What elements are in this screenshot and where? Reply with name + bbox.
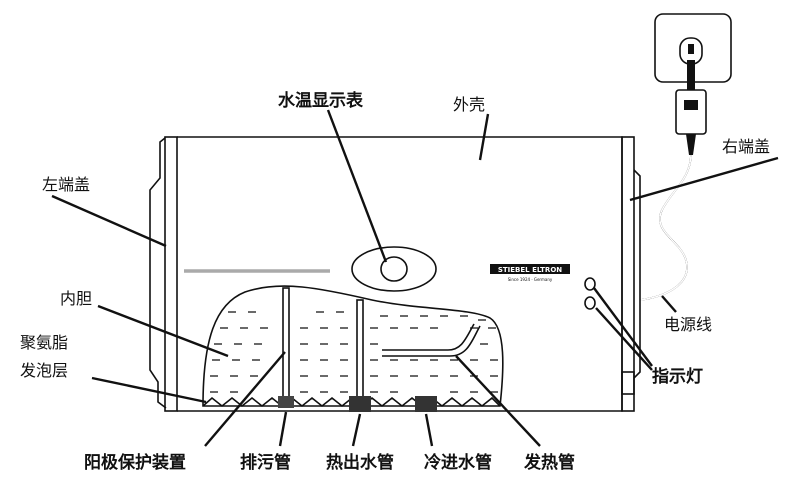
label-inner-tank: 内胆	[60, 289, 92, 308]
label-heating-element: 发热管	[523, 452, 575, 473]
brand-plate: STIEBEL ELTRON Since 1924 · Germany	[490, 264, 570, 282]
indicator-lights	[584, 277, 596, 310]
label-water-temp-display: 水温显示表	[278, 90, 364, 111]
power-plug	[675, 60, 707, 155]
anode-rod	[278, 287, 294, 408]
cold-water-fitting	[415, 396, 437, 412]
svg-text:Since 1924 · Germany: Since 1924 · Germany	[508, 277, 553, 282]
inner-tank	[202, 285, 504, 408]
label-right-end-cap: 右端盖	[722, 137, 770, 156]
label-drain-pipe: 排污管	[240, 452, 291, 473]
label-indicator-light: 指示灯	[652, 366, 703, 387]
label-left-end-cap: 左端盖	[42, 175, 90, 194]
svg-text:STIEBEL ELTRON: STIEBEL ELTRON	[498, 266, 562, 274]
right-end-cap	[621, 136, 641, 412]
label-hot-water-outlet: 热出水管	[326, 452, 394, 473]
hot-water-pipe	[349, 299, 371, 412]
heating-element	[382, 323, 481, 357]
label-power-cord: 电源线	[664, 315, 712, 334]
label-cold-water-inlet: 冷进水管	[424, 452, 492, 473]
label-polyurethane-2: 发泡层	[20, 361, 68, 380]
power-cord	[639, 154, 692, 301]
label-anode-protector: 阳极保护装置	[84, 452, 186, 473]
label-outer-shell: 外壳	[453, 95, 485, 114]
label-polyurethane-1: 聚氨脂	[20, 333, 68, 352]
leader-lines	[51, 109, 779, 447]
left-end-cap	[149, 136, 178, 412]
water-temp-gauge	[351, 246, 437, 292]
